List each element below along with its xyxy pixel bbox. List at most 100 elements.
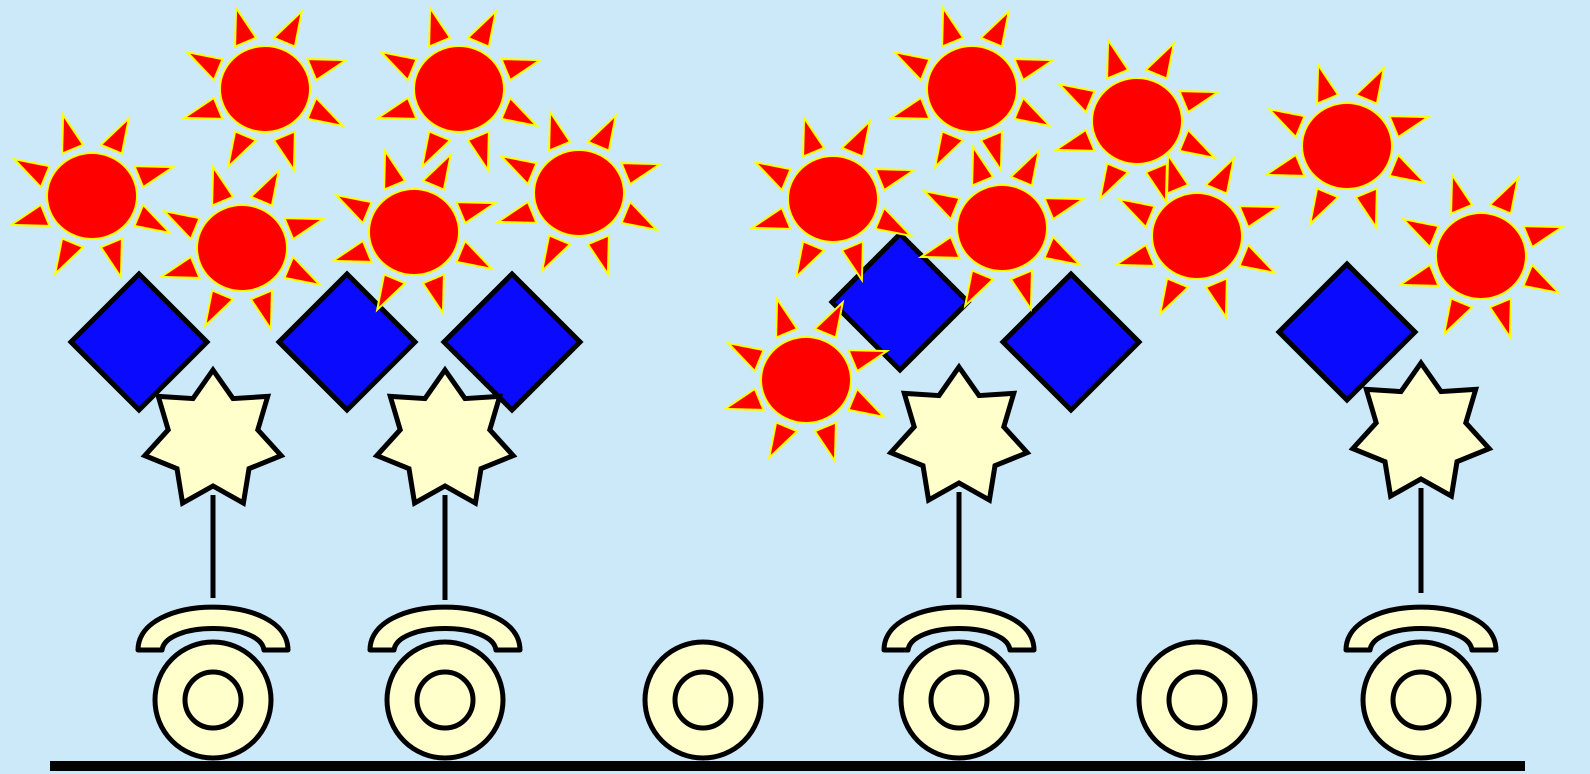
sun-ray [55,239,83,274]
sun-disc [957,185,1047,271]
sun-ray [135,166,174,187]
sun-ray [935,132,963,167]
sun-ray [502,59,541,80]
sun-icon [1400,175,1562,337]
sun-ray [1400,265,1439,286]
sun-ray [1451,175,1472,214]
sun-ray [776,299,797,338]
sun-ray [212,167,233,206]
ring-icon [1363,642,1479,758]
sun-ray [1524,265,1559,293]
sun-ray [965,271,993,306]
sun-ray [235,8,256,47]
sun-ray [1356,189,1377,228]
sun-ray [755,162,790,190]
sun-icon [498,112,660,274]
sun-ray [14,159,49,187]
sun-icon [161,167,323,329]
sun-ray [1390,116,1429,137]
sun-ray [498,202,537,223]
sun-disc [1152,193,1242,279]
sun-ray [842,121,870,156]
sun-ray [1015,98,1050,126]
sun-ray [769,423,797,458]
ring-only-2 [1139,642,1255,758]
sun-ray [796,242,824,277]
sun-ray [101,118,129,153]
diamond-icon [444,274,580,410]
sun-disc [47,153,137,239]
sun-ray [1146,43,1174,78]
sun-ray [457,241,492,269]
sun-ray [981,11,1009,46]
sun-ray [1490,299,1511,338]
ring-icon [901,642,1017,758]
sun-ray [501,156,536,184]
sun-ray [1100,164,1128,199]
sun-ray [942,8,963,47]
sun-icon [891,8,1053,170]
sun-ray [164,211,199,239]
sun-ray [468,132,489,171]
sun-disc [927,46,1017,132]
group-3 [884,492,1034,758]
sun-ray [588,236,609,275]
sun-ray [842,242,863,281]
ring-inner [931,672,987,728]
sun-ray [1180,91,1219,112]
diamond-icon [71,274,207,410]
sun-ray [1011,271,1032,310]
sun-disc [761,337,851,423]
six-point-star-icon [891,367,1027,500]
group-1 [138,495,288,758]
sun-ray [1011,150,1039,185]
sun-disc [534,150,624,236]
sun-ray [921,237,960,258]
sun-disc [788,156,878,242]
sun-ray [815,302,843,337]
sun-ray [274,132,295,171]
ring-icon [387,642,503,758]
sun-disc [1092,78,1182,164]
group-2 [370,495,520,758]
sun-ray [894,52,929,80]
sun-ray [308,59,347,80]
sun-ray [11,205,50,226]
sun-ray [423,275,444,314]
sun-ray [336,195,371,223]
sun-ray [274,11,302,46]
diamond-icon [1279,264,1415,400]
sun-ray [377,275,405,310]
sun-ray [184,98,223,119]
sun-ray [285,218,324,239]
sun-ray [502,98,537,126]
sun-ray [62,115,83,154]
sun-ray [381,52,416,80]
sun-disc [197,205,287,291]
ring-inner [1393,672,1449,728]
sun-ray [384,151,405,190]
sun-ray [1310,189,1338,224]
sun-ray [849,389,884,417]
ring-inner [185,672,241,728]
sun-ray [1160,279,1188,314]
ring-icon [155,642,271,758]
sun-ray [378,98,417,119]
sun-disc [369,189,459,275]
sun-ray [1390,155,1425,183]
sun-ray [549,112,570,151]
sun-disc [1436,213,1526,299]
sun-ray [228,132,256,167]
ring-inner [417,672,473,728]
sun-ray [542,236,570,271]
sun-ray [333,241,372,262]
sun-ray [308,98,343,126]
sun-disc [1302,103,1392,189]
sun-ray [429,8,450,47]
sun-ray [1240,206,1279,227]
sun-ray [876,208,911,236]
ring-icon [1139,642,1255,758]
sun-ray [1206,158,1234,193]
sun-ray [1045,198,1084,219]
sun-ray [1403,219,1438,247]
